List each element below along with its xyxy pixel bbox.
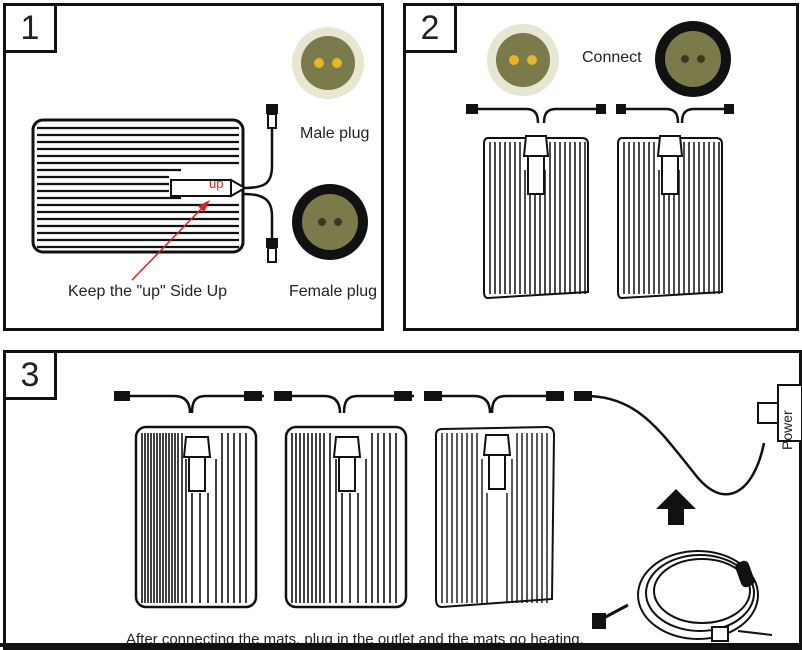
step-1-panel: 1 up Male plug bbox=[3, 3, 384, 331]
up-mark: up bbox=[209, 176, 224, 191]
cable-icon bbox=[243, 104, 278, 263]
connect-label: Connect bbox=[582, 49, 642, 66]
power-label: Power bbox=[779, 410, 795, 450]
red-arrow-icon bbox=[131, 200, 210, 281]
step-2-panel: 2 Connect bbox=[403, 3, 799, 331]
heating-mat-icon bbox=[134, 425, 258, 609]
male-plug-icon bbox=[292, 27, 364, 99]
step-number: 3 bbox=[6, 353, 57, 400]
heating-mat-icon bbox=[284, 425, 408, 609]
bottom-border bbox=[0, 643, 802, 647]
power-adapter-icon bbox=[757, 384, 802, 442]
heating-mat-icon bbox=[483, 135, 589, 300]
male-plug-icon bbox=[487, 24, 559, 96]
up-arrow-icon bbox=[656, 489, 696, 525]
female-plug-label: Female plug bbox=[289, 283, 378, 300]
cable-coil-icon bbox=[592, 550, 773, 642]
female-plug-icon bbox=[655, 21, 731, 97]
cable-icon bbox=[466, 104, 734, 124]
heating-mat-icon bbox=[617, 135, 723, 300]
keep-up-label: Keep the "up" Side Up bbox=[68, 283, 228, 300]
female-plug-icon bbox=[292, 184, 368, 260]
step-number: 2 bbox=[406, 6, 457, 53]
step-3-panel: 3 bbox=[3, 350, 802, 650]
heating-mat-icon bbox=[435, 425, 556, 609]
cable-icon bbox=[114, 391, 766, 496]
heating-mat-icon bbox=[31, 118, 248, 254]
male-plug-label: Male plug bbox=[300, 125, 370, 142]
step-number: 1 bbox=[6, 6, 57, 53]
